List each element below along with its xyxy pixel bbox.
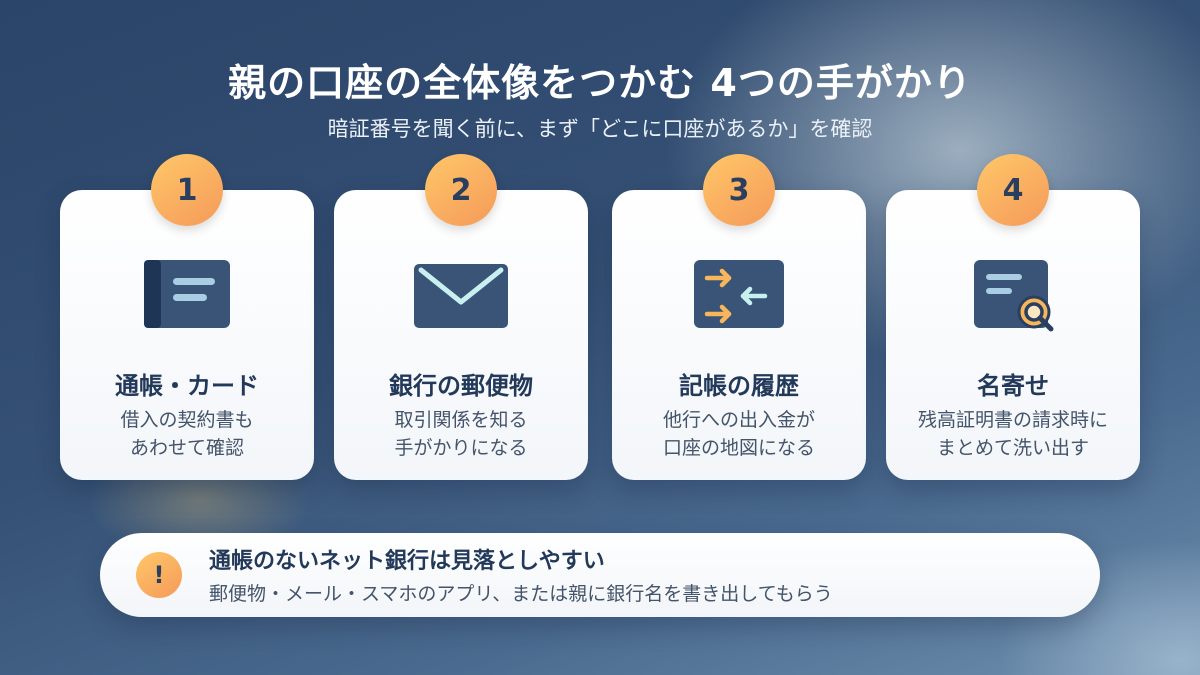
note-title: 通帳のないネット銀行は見落としやすい [209,549,605,574]
step-badge-2: 2 [425,154,497,226]
card-description: 取引関係を知る 手がかりになる [394,409,528,459]
card-title: 記帳の履歴 [679,372,799,400]
card-transaction-history: 3 記帳の履歴 他行への出入金が 口座の地図になる [612,154,866,480]
document-search-icon [963,254,1063,334]
card-description: 他行への出入金が 口座の地図になる [662,409,815,459]
card-bank-mail: 2 銀行の郵便物 取引関係を知る 手がかりになる [334,154,588,480]
warning-note: ! 通帳のないネット銀行は見落としやすい 郵便物・メール・スマホのアプリ、または… [100,533,1100,617]
step-badge-3: 3 [703,154,775,226]
transfer-icon [689,254,789,334]
page-title: 親の口座の全体像をつかむ 4つの手がかり [228,61,972,105]
card-title: 銀行の郵便物 [389,372,533,400]
passbook-icon [137,254,237,334]
card-description: 残高証明書の請求時に まとめて洗い出す [917,409,1108,459]
card-title: 名寄せ [977,372,1049,400]
step-badge-1: 1 [151,154,223,226]
page-subtitle: 暗証番号を聞く前に、まず「どこに口座があるか」を確認 [327,117,873,141]
exclamation-icon: ! [136,552,182,598]
note-text: 郵便物・メール・スマホのアプリ、または親に銀行名を書き出してもらう [209,583,833,605]
card-title: 通帳・カード [115,372,259,400]
card-name-aggregation: 4 名寄せ 残高証明書の請求時に まとめて洗い出す [886,154,1140,480]
step-badge-4: 4 [977,154,1049,226]
mail-icon [411,254,511,334]
card-passbook: 1 通帳・カード 借入の契約書も あわせて確認 [60,154,314,480]
card-description: 借入の契約書も あわせて確認 [120,409,254,459]
